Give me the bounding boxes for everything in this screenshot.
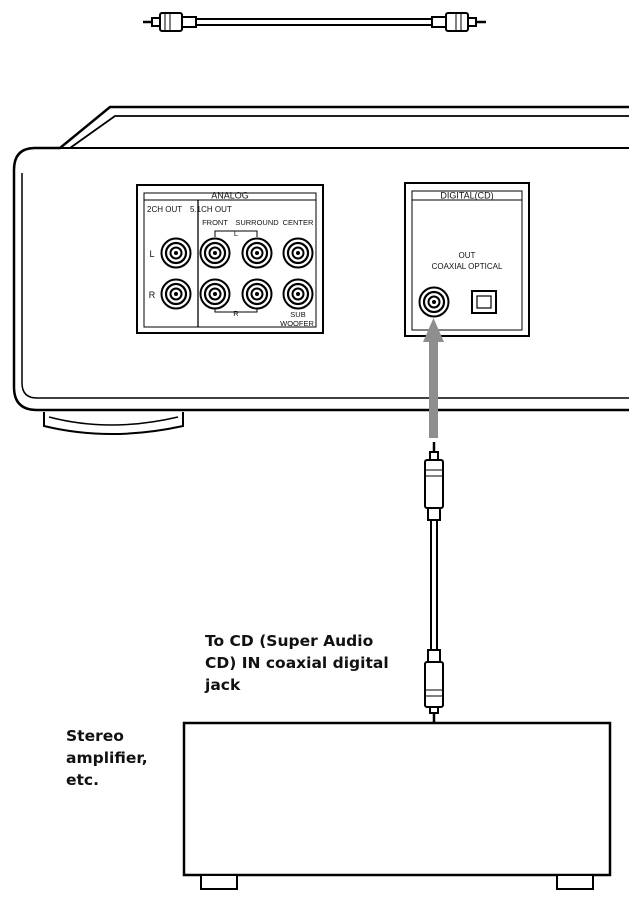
analog-r-side-label: R bbox=[149, 290, 156, 300]
jack-surround-l bbox=[241, 237, 273, 269]
optical-out-jack bbox=[471, 290, 497, 314]
jack-front-l bbox=[199, 237, 231, 269]
analog-woofer-label: WOOFER bbox=[280, 319, 314, 328]
coaxial-out-jack bbox=[418, 286, 450, 318]
connection-arrow bbox=[423, 318, 444, 438]
analog-2ch-out-label: 2CH OUT bbox=[147, 205, 182, 214]
analog-r-bracket-label: R bbox=[233, 309, 239, 318]
digital-type-label: COAXIAL OPTICAL bbox=[432, 262, 503, 271]
jack-surround-r bbox=[241, 278, 273, 310]
analog-sub-label: SUB bbox=[290, 310, 305, 319]
amplifier-box bbox=[182, 721, 612, 890]
cable-label-line-2: CD) IN coaxial digital bbox=[205, 654, 389, 672]
amplifier-label: Stereo amplifier, etc. bbox=[66, 725, 186, 791]
analog-center-label: CENTER bbox=[283, 218, 314, 227]
digital-title: DIGITAL(CD) bbox=[440, 191, 493, 201]
jack-front-r bbox=[199, 278, 231, 310]
digital-output-panel: DIGITAL(CD) OUT COAXIAL OPTICAL bbox=[404, 182, 530, 337]
cable-label-line-1: To CD (Super Audio bbox=[205, 632, 374, 650]
analog-front-label: FRONT bbox=[202, 218, 228, 227]
vertical-coaxial-cable bbox=[424, 442, 444, 722]
cable-label-line-3: jack bbox=[205, 676, 241, 694]
amp-foot-right bbox=[556, 874, 594, 890]
analog-output-panel: ANALOG 2CH OUT 5.1CH OUT FRONT SURROUND … bbox=[136, 184, 324, 334]
jack-2ch-l bbox=[160, 237, 192, 269]
jack-center bbox=[282, 237, 314, 269]
analog-l-side-label: L bbox=[149, 249, 154, 259]
analog-surround-label: SURROUND bbox=[235, 218, 279, 227]
analog-51ch-out-label: 5.1CH OUT bbox=[190, 205, 232, 214]
amp-label-line-1: Stereo bbox=[66, 727, 124, 745]
amp-label-line-2: amplifier, bbox=[66, 749, 148, 767]
digital-out-label: OUT bbox=[459, 251, 476, 260]
analog-l-bracket-label: L bbox=[234, 229, 238, 238]
jack-subwoofer bbox=[282, 278, 314, 310]
analog-title: ANALOG bbox=[211, 191, 249, 201]
coaxial-cable-icon bbox=[143, 12, 486, 32]
jack-2ch-r bbox=[160, 278, 192, 310]
amp-label-line-3: etc. bbox=[66, 771, 99, 789]
amp-foot-left bbox=[200, 874, 238, 890]
